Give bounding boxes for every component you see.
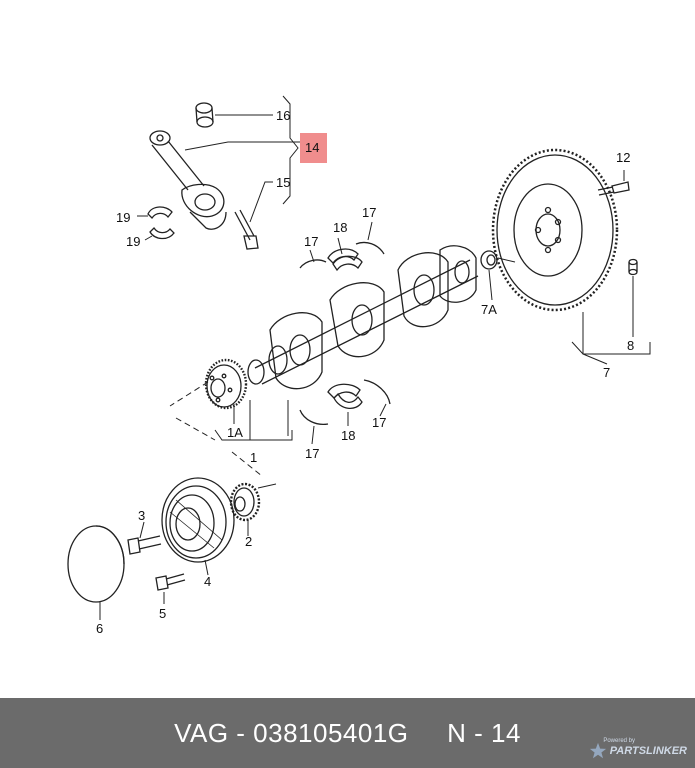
label-17-lower-left: 17 [305, 446, 319, 461]
label-16: 16 [276, 108, 290, 123]
label-14: 14 [305, 140, 319, 155]
bolt-part-5 [155, 573, 186, 604]
label-3: 3 [138, 508, 145, 523]
rod-bolt-part-15 [234, 209, 259, 250]
flywheel-part-7 [491, 148, 619, 312]
label-18-upper: 18 [333, 220, 347, 235]
label-4: 4 [204, 574, 211, 589]
label-7: 7 [603, 365, 610, 380]
label-1a: 1A [227, 425, 243, 440]
flywheel-bolt-part-12 [597, 170, 630, 196]
main-bearing-shells-part-18 [327, 237, 363, 272]
timing-sprocket-part-2 [229, 451, 277, 536]
highlight-box-14 [300, 133, 327, 163]
cover-cap-part-6 [67, 525, 125, 620]
thrust-washers-part-17 [299, 221, 385, 269]
footer-bar: VAG - 038105401G N - 14 Powered by PARTS… [0, 698, 695, 768]
label-5: 5 [159, 606, 166, 621]
thrust-washers-part-17-lower [299, 379, 391, 445]
main-bearing-shells-part-18-lower [327, 383, 363, 426]
label-18-lower: 18 [341, 428, 355, 443]
parts-diagram: 16 14 15 19 19 12 8 7 7A 18 17 17 17 17 … [67, 95, 651, 636]
connecting-rod-assembly [137, 95, 300, 250]
needle-bearing-part-7a [480, 250, 498, 301]
vibration-damper-pulley-part-4 [161, 477, 235, 576]
label-15: 15 [276, 175, 290, 190]
crankshaft-part-1 [247, 245, 479, 390]
dowel-pin-part-8 [628, 258, 638, 337]
rod-bearing-shells-part-19 [147, 206, 175, 240]
label-7a: 7A [481, 302, 497, 317]
label-12: 12 [616, 150, 630, 165]
label-17-upper-left: 17 [304, 234, 318, 249]
label-17-upper-right: 17 [362, 205, 376, 220]
label-2: 2 [245, 534, 252, 549]
crankshaft-gear-part-1a [169, 358, 248, 424]
logo-tagline: Powered by [603, 738, 635, 744]
part-labels: 16 14 15 19 19 12 8 7 7A 18 17 17 17 17 … [96, 108, 634, 636]
label-19-upper: 19 [116, 210, 130, 225]
pulley-bolt-part-3 [127, 521, 162, 555]
logo-text: PARTSLINKER [609, 745, 687, 757]
bushing-part-16 [195, 102, 214, 128]
partslinker-logo: PARTSLINKER [589, 742, 687, 760]
label-17-lower-right: 17 [372, 415, 386, 430]
label-6: 6 [96, 621, 103, 636]
label-19-lower: 19 [126, 234, 140, 249]
part-caption: VAG - 038105401G N - 14 [174, 717, 521, 748]
star-icon [589, 742, 606, 759]
connecting-rod [149, 130, 227, 230]
label-1: 1 [250, 450, 257, 465]
label-8: 8 [627, 338, 634, 353]
